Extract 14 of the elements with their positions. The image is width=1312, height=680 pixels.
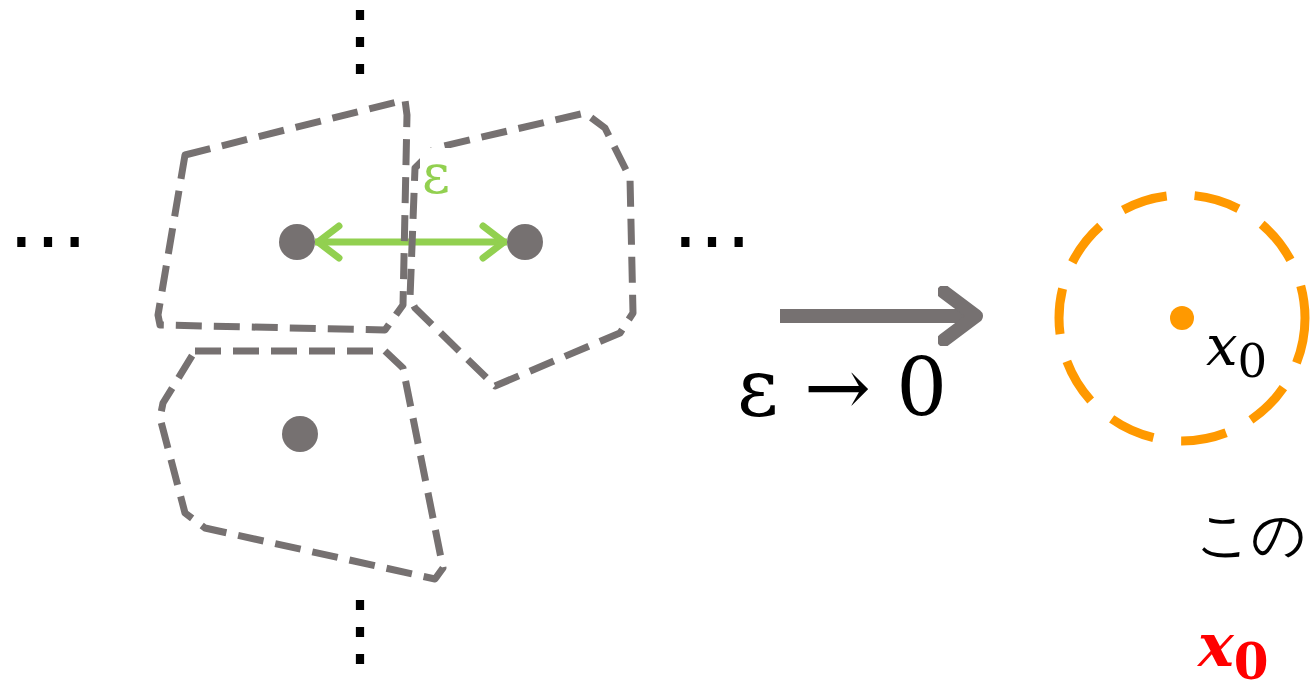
caption-text: この [1196,508,1306,562]
dashed-region [405,108,635,390]
neighborhood-circle [1054,190,1310,446]
highlighted-text: x$_{0}$ [1198,615,1269,680]
point [282,416,318,452]
point [507,224,543,260]
ellipsis: ⋯ [8,200,88,280]
vertical-ellipsis: ⋮ [320,0,400,80]
arrow [314,222,508,262]
point [279,224,315,260]
vertical-ellipsis: ⋮ [320,590,400,670]
point-label: x$_{0}$ [1206,318,1268,385]
ellipsis: ⋯ [672,200,752,280]
arrow [780,285,983,347]
